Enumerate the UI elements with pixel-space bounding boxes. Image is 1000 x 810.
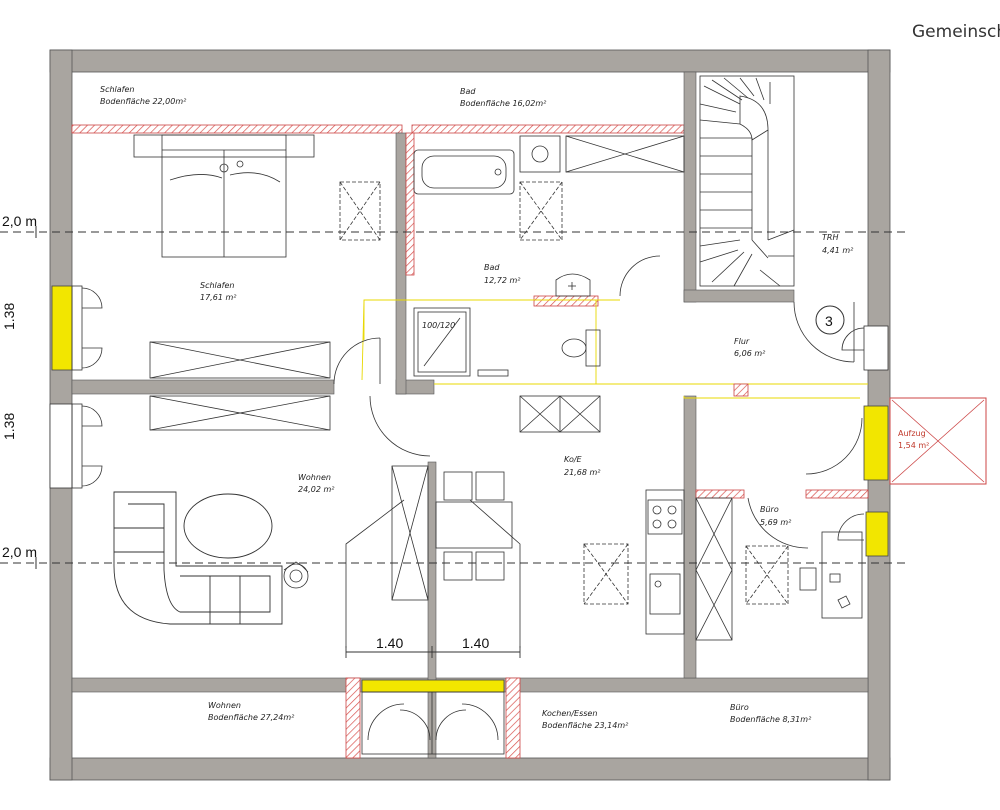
left-shutters <box>49 285 889 541</box>
side-label-upper: 1.38 <box>1 303 17 330</box>
height-label-upper: 2,0 m <box>2 213 37 229</box>
flur-area: 6,06 m² <box>734 349 766 358</box>
schlafen-floor-area: Bodenfläche 22,00m² <box>100 97 187 106</box>
bad-area: 12,72 m² <box>484 276 521 285</box>
kochen-floor-area: Bodenfläche 23,14m² <box>542 721 629 730</box>
plant <box>283 561 309 589</box>
schlafen-floor-name: Schlafen <box>100 85 134 94</box>
window-schlafen <box>51 285 73 371</box>
header-title: Gemeinsch <box>912 22 1000 42</box>
door-schlafen <box>333 337 381 385</box>
door-wohnen <box>369 395 431 457</box>
bad-small-fixtures <box>555 273 601 367</box>
wohnen-floor-name: Wohnen <box>208 701 241 710</box>
flur-name: Flur <box>734 337 750 346</box>
wardrobe-schlafen <box>149 341 331 431</box>
bad-fixtures <box>413 135 685 195</box>
width-label-left: 1.40 <box>376 635 403 651</box>
width-label-right: 1.40 <box>462 635 489 651</box>
bad-floor-area: Bodenfläche 16,02m² <box>460 99 547 108</box>
door-flur <box>793 301 855 363</box>
trh-name: TRH <box>822 233 838 242</box>
kochen-floor-name: Kochen/Essen <box>542 709 597 718</box>
bad-name: Bad <box>484 263 500 272</box>
wohnen-name: Wohnen <box>298 473 331 482</box>
koe-area: 21,68 m² <box>564 468 601 477</box>
shower <box>413 307 509 377</box>
height-lines <box>0 231 905 564</box>
room-labels: Schlafen Bodenfläche 22,00m² Bad Bodenfl… <box>100 85 854 730</box>
side-label-lower: 1.38 <box>1 413 17 440</box>
skylights-kitchen <box>583 543 789 605</box>
outer-walls <box>49 49 891 781</box>
schlafen-name: Schlafen <box>200 281 234 290</box>
windows <box>51 285 889 693</box>
aufzug-name: Aufzug <box>898 429 926 438</box>
buero-furniture <box>747 417 863 619</box>
window-aufzug <box>863 405 889 481</box>
sofa <box>113 491 283 625</box>
aufzug: Aufzug 1,54 m² <box>889 397 987 485</box>
kitchen-cabinets <box>519 395 733 641</box>
stair-number: 3 <box>825 313 833 329</box>
door-bad <box>619 255 661 297</box>
buero-floor-name: Büro <box>730 703 749 712</box>
height-label-lower: 2,0 m <box>2 544 37 560</box>
buero-area: 5,69 m² <box>760 518 792 527</box>
bed <box>133 134 315 258</box>
coffee-table <box>183 493 273 559</box>
width-dims <box>345 646 521 658</box>
buero-floor-area: Bodenfläche 8,31m² <box>730 715 812 724</box>
top-hatch-strips <box>71 124 685 134</box>
bad-hatch-walls <box>345 132 869 759</box>
wohnen-area: 24,02 m² <box>298 485 335 494</box>
buero-name: Büro <box>760 505 779 514</box>
skylights-bad <box>519 181 563 241</box>
skylights-schlafen <box>339 181 381 241</box>
schlafen-area: 17,61 m² <box>200 293 237 302</box>
shower-label: 100/120 <box>422 321 455 330</box>
bottom-doors <box>361 691 505 755</box>
wohnen-floor-area: Bodenfläche 27,24m² <box>208 713 295 722</box>
window-bottom <box>361 679 505 693</box>
stair-number-marker: 3 <box>815 305 845 335</box>
dining-area <box>345 465 521 648</box>
trh-area: 4,41 m² <box>822 246 854 255</box>
yellow-guides <box>361 299 868 399</box>
window-buero <box>865 511 889 557</box>
interior-walls <box>71 71 795 759</box>
aufzug-area: 1,54 m² <box>898 441 929 450</box>
chimney <box>733 383 749 397</box>
koe-name: Ko/E <box>564 455 583 464</box>
bad-floor-name: Bad <box>460 87 476 96</box>
staircase <box>699 75 795 287</box>
